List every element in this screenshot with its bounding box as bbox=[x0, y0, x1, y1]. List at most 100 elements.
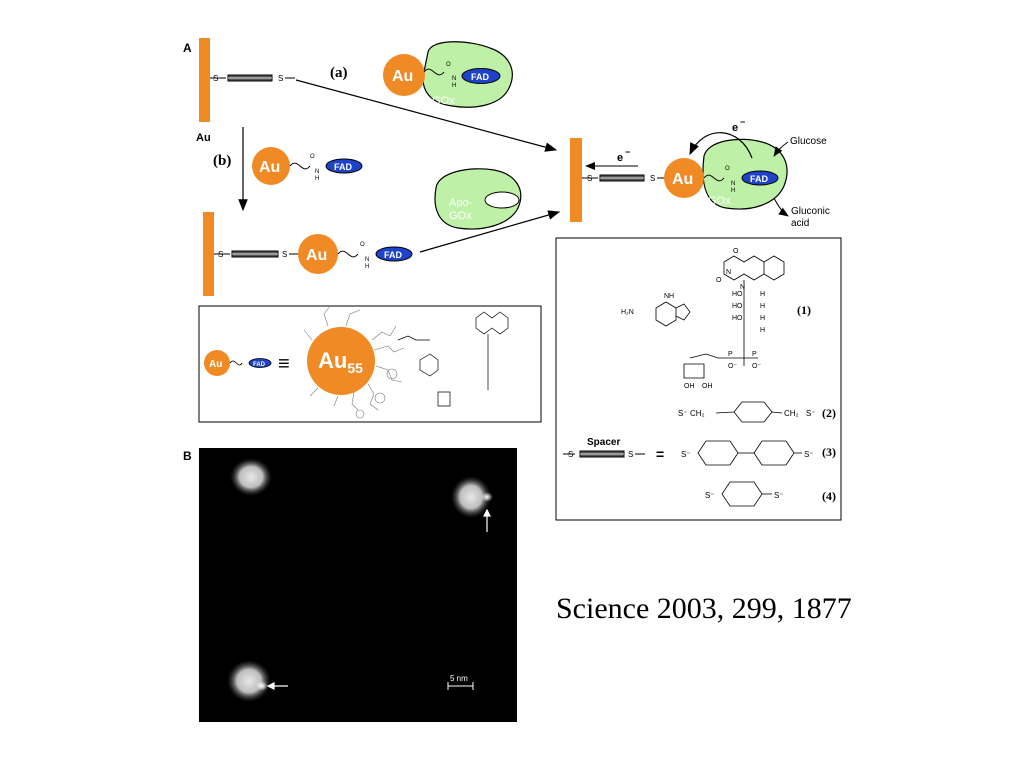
citation: Science 2003, 299, 1877 bbox=[556, 592, 852, 625]
svg-text:H: H bbox=[760, 315, 765, 322]
svg-text:FAD: FAD bbox=[334, 162, 353, 172]
svg-text:FAD: FAD bbox=[750, 174, 769, 184]
au-gox-conjugate: Au O N H FAD GOx bbox=[383, 41, 513, 108]
panel-a-label: A bbox=[183, 41, 192, 55]
svg-text:S: S bbox=[213, 74, 218, 83]
particle-top-left bbox=[230, 458, 272, 496]
svg-text:N: N bbox=[726, 269, 731, 276]
svg-text:H: H bbox=[760, 291, 765, 298]
svg-text:CH₂: CH₂ bbox=[690, 409, 705, 418]
svg-text:O: O bbox=[310, 154, 315, 160]
svg-text:S: S bbox=[587, 174, 592, 183]
svg-text:e: e bbox=[617, 152, 623, 164]
start-electrode: Au bbox=[196, 38, 211, 144]
svg-text:O: O bbox=[716, 277, 722, 284]
equivalence-symbol: ≡ bbox=[278, 353, 290, 375]
svg-text:Au: Au bbox=[306, 247, 327, 264]
svg-text:GOx: GOx bbox=[708, 195, 731, 207]
svg-text:O⁻: O⁻ bbox=[728, 363, 737, 370]
svg-text:O: O bbox=[725, 166, 730, 172]
electrode-label: Au bbox=[196, 132, 211, 144]
route-a-label: (a) bbox=[330, 65, 348, 81]
product-electrode: S S e − bbox=[570, 138, 665, 222]
reconstituted-gox: Au O N H FAD GOx e − Glucose Gluconic ac… bbox=[664, 117, 830, 229]
svg-text:OH: OH bbox=[684, 383, 695, 390]
svg-text:−: − bbox=[625, 147, 630, 157]
svg-text:FAD: FAD bbox=[253, 362, 266, 368]
svg-text:N: N bbox=[315, 169, 319, 175]
svg-text:O: O bbox=[733, 248, 739, 255]
route-b-second-arrow bbox=[419, 210, 561, 253]
svg-text:S⁻: S⁻ bbox=[806, 409, 816, 418]
svg-text:Spacer: Spacer bbox=[587, 437, 620, 448]
svg-text:S⁻: S⁻ bbox=[804, 450, 814, 459]
svg-text:GOx: GOx bbox=[449, 210, 472, 222]
electron-cycle-arrow bbox=[689, 132, 753, 159]
svg-text:FAD: FAD bbox=[384, 250, 403, 260]
compound-2-structure: S⁻ CH₂ CH₂ S⁻ bbox=[678, 401, 816, 423]
svg-text:HO: HO bbox=[732, 303, 743, 310]
svg-text:Apo-: Apo- bbox=[449, 197, 473, 209]
svg-text:H: H bbox=[365, 264, 369, 270]
svg-text:N: N bbox=[452, 76, 456, 82]
compound-1-structure bbox=[655, 255, 785, 379]
svg-text:e: e bbox=[732, 122, 738, 134]
svg-text:Au: Au bbox=[392, 68, 413, 85]
glucose-label: Glucose bbox=[790, 136, 827, 147]
svg-text:P: P bbox=[728, 351, 733, 358]
gluconic-acid-label-1: Gluconic bbox=[791, 206, 830, 217]
compound-3-label: (3) bbox=[822, 445, 836, 459]
svg-text:5 nm: 5 nm bbox=[450, 674, 468, 683]
pointer-arrow-top-right bbox=[483, 508, 491, 532]
compound-2-label: (2) bbox=[822, 406, 836, 420]
svg-text:S: S bbox=[568, 450, 573, 459]
svg-text:H: H bbox=[731, 188, 735, 194]
au55-definition-box: Au FAD ≡ Au55 bbox=[198, 305, 542, 423]
svg-text:S⁻: S⁻ bbox=[774, 491, 784, 500]
svg-text:HO: HO bbox=[732, 315, 743, 322]
stm-image: 5 nm bbox=[199, 448, 517, 722]
svg-text:H: H bbox=[760, 303, 765, 310]
au-fad-conjugate: Au O N H FAD bbox=[252, 147, 363, 185]
pointer-arrow-bottom-left bbox=[266, 682, 288, 690]
route-a-arrow bbox=[295, 79, 558, 152]
svg-text:H: H bbox=[315, 176, 319, 182]
particle-bottom-left bbox=[227, 660, 271, 702]
svg-text:S⁻: S⁻ bbox=[678, 409, 688, 418]
panel-b-label: B bbox=[183, 449, 192, 463]
svg-text:O⁻: O⁻ bbox=[752, 363, 761, 370]
svg-text:P: P bbox=[752, 351, 757, 358]
svg-text:=: = bbox=[656, 446, 664, 462]
svg-text:−: − bbox=[740, 117, 745, 127]
intermediate-electrode: S S Au O N H FAD bbox=[203, 212, 413, 296]
svg-text:H: H bbox=[760, 327, 765, 334]
route-b-label: (b) bbox=[213, 153, 231, 169]
svg-text:NH: NH bbox=[664, 293, 674, 300]
particle-top-right bbox=[451, 476, 491, 518]
svg-text:S: S bbox=[218, 250, 223, 259]
compound-1-label: (1) bbox=[797, 303, 811, 317]
scale-bar: 5 nm bbox=[447, 674, 474, 690]
svg-text:S: S bbox=[282, 250, 287, 259]
au55-label: Au55 bbox=[318, 348, 363, 376]
compound-4-label: (4) bbox=[822, 489, 836, 503]
svg-text:N: N bbox=[731, 181, 735, 187]
svg-text:S: S bbox=[278, 74, 283, 83]
svg-text:S⁻: S⁻ bbox=[705, 491, 715, 500]
svg-text:OH: OH bbox=[702, 383, 713, 390]
apo-gox: Apo- GOx bbox=[434, 168, 522, 230]
svg-text:FAD: FAD bbox=[471, 72, 490, 82]
svg-text:Au: Au bbox=[259, 159, 280, 176]
svg-text:GOx: GOx bbox=[432, 95, 455, 107]
svg-text:S: S bbox=[628, 450, 633, 459]
spacer-legend: Spacer S S = bbox=[563, 437, 664, 462]
gluconic-acid-label-2: acid bbox=[791, 218, 809, 229]
svg-text:HO: HO bbox=[732, 291, 743, 298]
svg-text:Au: Au bbox=[209, 359, 222, 370]
svg-text:CH₂: CH₂ bbox=[784, 409, 799, 418]
compound-4-structure: S⁻ S⁻ bbox=[705, 481, 784, 507]
svg-text:S: S bbox=[650, 174, 655, 183]
spacer-linker-start: S S bbox=[210, 74, 295, 83]
svg-text:O: O bbox=[446, 62, 451, 68]
